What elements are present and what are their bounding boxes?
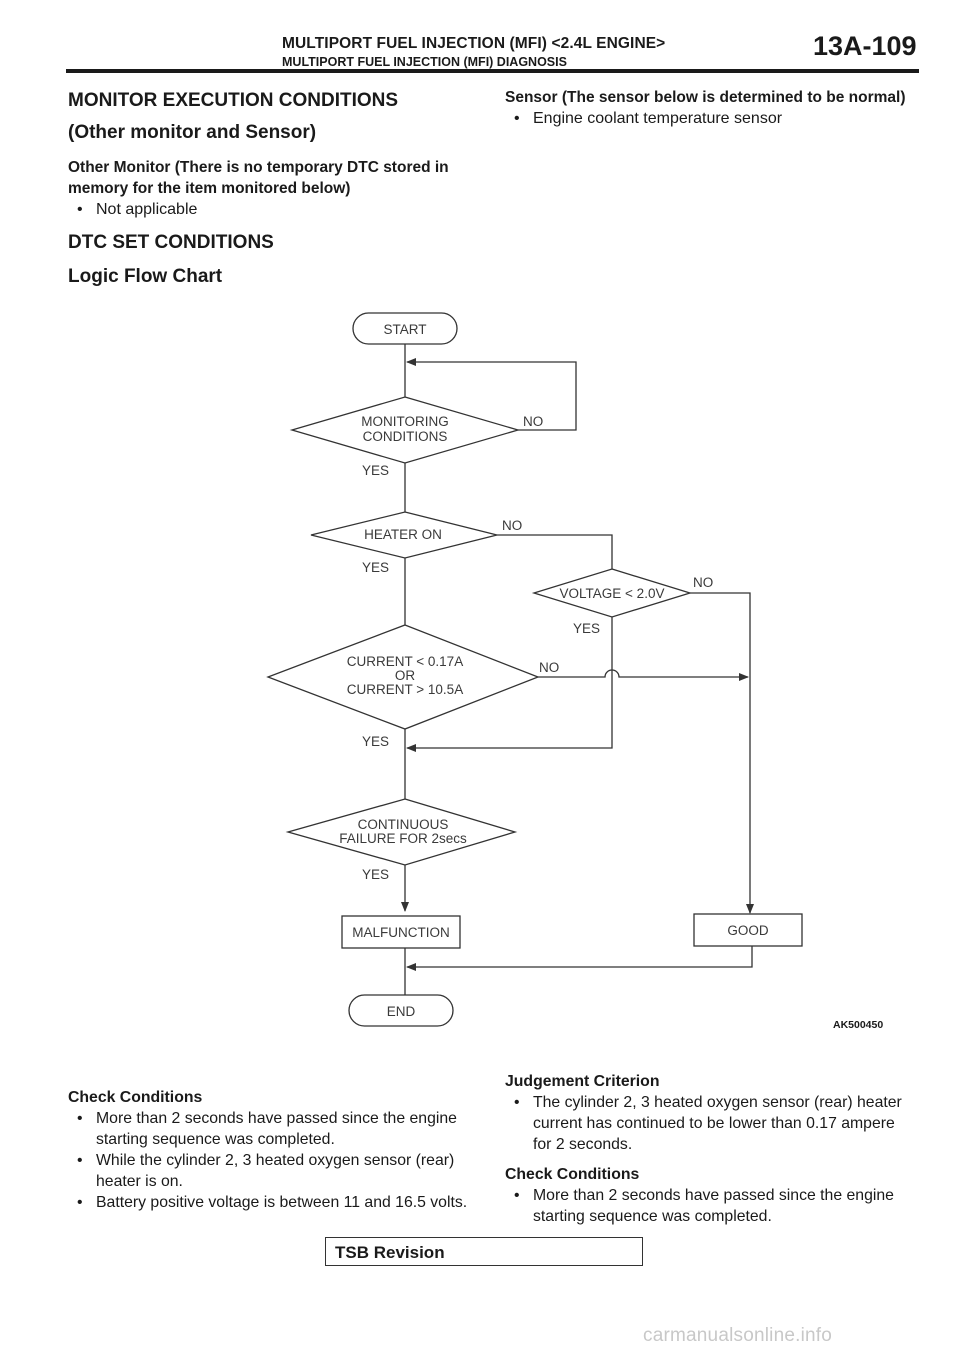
- page-number: 13A-109: [813, 31, 917, 61]
- voltage-no-label: NO: [693, 575, 713, 590]
- malfunction-label: MALFUNCTION: [352, 925, 450, 940]
- monitoring-no-label: NO: [523, 414, 543, 429]
- check-conditions-label-2: Check Conditions: [505, 1166, 640, 1183]
- monitoring-label-1: MONITORING: [361, 414, 449, 429]
- good-label: GOOD: [727, 923, 769, 938]
- other-monitor-label: Other Monitor (There is no temporary DTC…: [68, 159, 449, 197]
- current-yes-label: YES: [362, 734, 389, 749]
- check-conditions-list-2: More than 2 seconds have passed since th…: [505, 1185, 915, 1227]
- list-item: Not applicable: [68, 199, 488, 220]
- end-label: END: [387, 1004, 416, 1019]
- continuous-yes-label: YES: [362, 867, 389, 882]
- tsb-revision-box: TSB Revision: [325, 1237, 643, 1266]
- dtc-heading: DTC SET CONDITIONS: [68, 232, 274, 253]
- monitor-heading-line2: (Other monitor and Sensor): [68, 122, 317, 143]
- right-bottom-column: Judgement Criterion The cylinder 2, 3 he…: [505, 1071, 915, 1227]
- header-subtitle: MULTIPORT FUEL INJECTION (MFI) DIAGNOSIS: [282, 55, 567, 69]
- list-item: More than 2 seconds have passed since th…: [505, 1185, 915, 1227]
- monitor-heading-line1: MONITOR EXECUTION CONDITIONS: [68, 90, 399, 111]
- monitoring-yes-label: YES: [362, 463, 389, 478]
- header-title: MULTIPORT FUEL INJECTION (MFI) <2.4L ENG…: [282, 35, 666, 52]
- current-label-2: OR: [395, 668, 416, 683]
- current-label-1: CURRENT < 0.17A: [347, 654, 463, 669]
- voltage-yes-label: YES: [573, 621, 600, 636]
- check-conditions-list: More than 2 seconds have passed since th…: [68, 1108, 478, 1213]
- header-rule: [66, 69, 919, 73]
- current-no-label: NO: [539, 660, 559, 675]
- continuous-label-2: FAILURE FOR 2secs: [339, 831, 467, 846]
- logic-flow-chart: START MONITORING CONDITIONS NO YES HEATE…: [266, 312, 803, 1027]
- continuous-label-1: CONTINUOUS: [358, 817, 449, 832]
- heater-label: HEATER ON: [364, 527, 442, 542]
- list-item: The cylinder 2, 3 heated oxygen sensor (…: [505, 1092, 915, 1155]
- figure-id: AK500450: [833, 1019, 884, 1031]
- watermark: carmanualsonline.info: [643, 1325, 833, 1346]
- list-item: Engine coolant temperature sensor: [505, 108, 915, 129]
- list-item: More than 2 seconds have passed since th…: [68, 1108, 478, 1150]
- sensor-list: Engine coolant temperature sensor: [505, 108, 915, 129]
- judgement-list: The cylinder 2, 3 heated oxygen sensor (…: [505, 1092, 915, 1155]
- list-item: While the cylinder 2, 3 heated oxygen se…: [68, 1150, 478, 1192]
- sensor-label: Sensor (The sensor below is determined t…: [505, 89, 906, 106]
- current-label-3: CURRENT > 10.5A: [347, 682, 463, 697]
- judgement-label: Judgement Criterion: [505, 1073, 660, 1090]
- heater-yes-label: YES: [362, 560, 389, 575]
- start-label: START: [383, 322, 426, 337]
- list-item: Battery positive voltage is between 11 a…: [68, 1192, 478, 1213]
- end-terminal: [348, 994, 454, 1027]
- left-bottom-column: Check Conditions More than 2 seconds hav…: [68, 1087, 478, 1213]
- other-monitor-list: Not applicable: [68, 199, 488, 220]
- check-conditions-label: Check Conditions: [68, 1089, 203, 1106]
- malfunction-box: [341, 915, 461, 949]
- logic-flow-heading: Logic Flow Chart: [68, 266, 223, 287]
- good-box: [693, 913, 803, 947]
- monitoring-label-2: CONDITIONS: [363, 429, 448, 444]
- voltage-label: VOLTAGE < 2.0V: [560, 586, 665, 601]
- left-top-column: MONITOR EXECUTION CONDITIONS (Other moni…: [68, 85, 488, 220]
- heater-no-label: NO: [502, 518, 522, 533]
- right-top-column: Sensor (The sensor below is determined t…: [505, 87, 915, 129]
